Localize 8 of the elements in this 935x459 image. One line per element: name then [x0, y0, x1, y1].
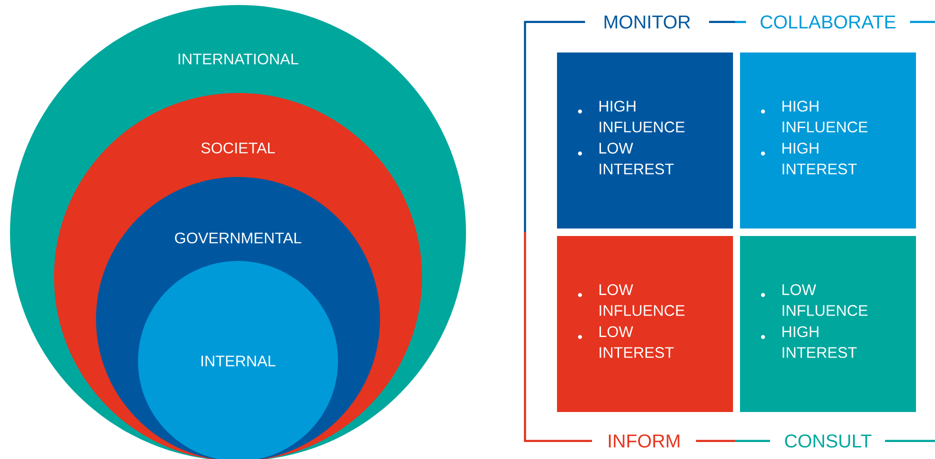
- quadrant-heading: MONITOR: [604, 15, 690, 29]
- quadrant-box: LOW INFLUENCE HIGH INTEREST: [740, 236, 916, 412]
- quadrant-heading: COLLABORATE: [760, 15, 896, 29]
- quadrant-heading: CONSULT: [785, 434, 872, 448]
- quadrant-box: HIGH INFLUENCE HIGH INTEREST: [740, 52, 916, 228]
- quadrant-box: LOW INFLUENCE LOW INTEREST: [557, 236, 733, 412]
- quadrant-box: HIGH INFLUENCE LOW INTEREST: [557, 52, 733, 228]
- quadrant-heading: INFORM: [608, 434, 680, 448]
